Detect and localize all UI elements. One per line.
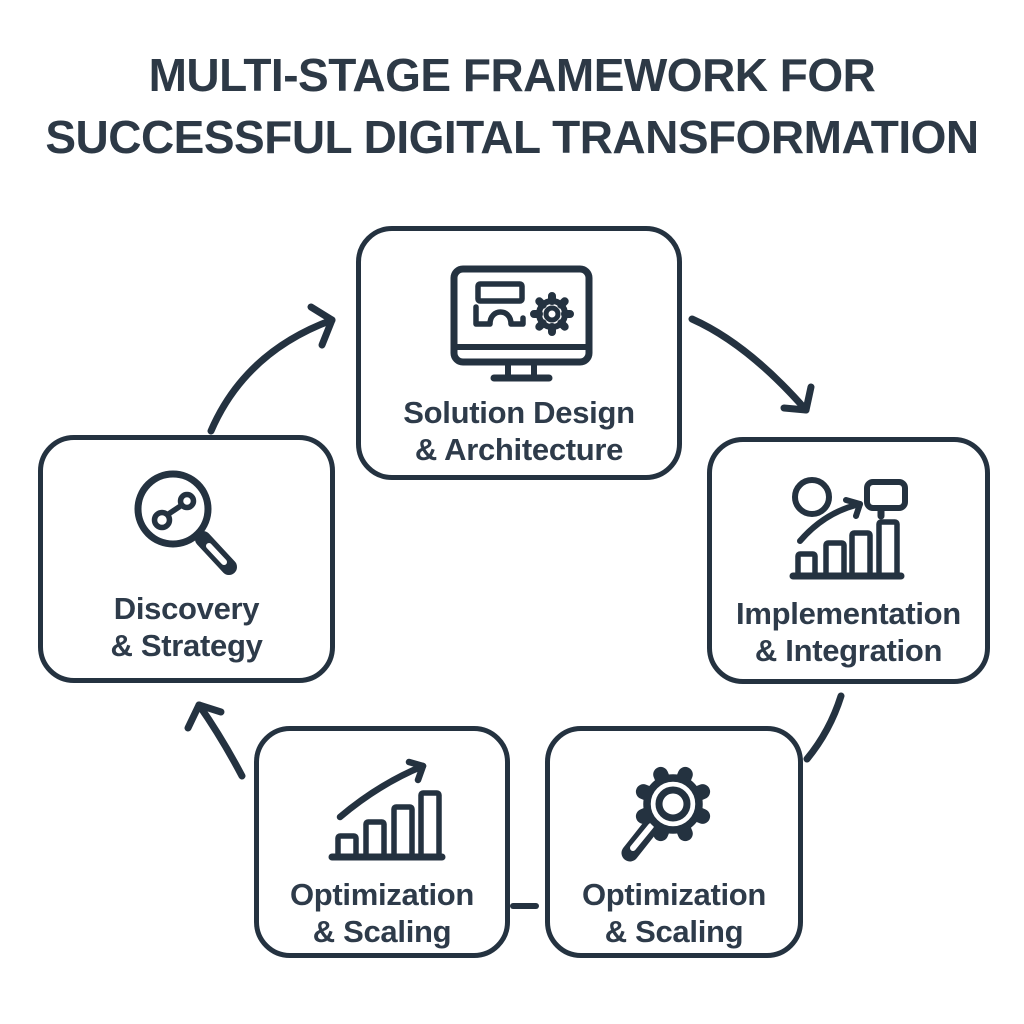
- growth-chart-milestone-icon: [789, 477, 908, 580]
- connector-implementation-to-optimization: [803, 692, 845, 763]
- title-line-1: MULTI-STAGE FRAMEWORK FOR: [148, 49, 876, 101]
- stage-label-line1: Optimization: [289, 877, 475, 912]
- stage-box-discovery-strategy: Discovery & Strategy: [38, 435, 335, 683]
- stage-label-line2: & Architecture: [414, 432, 624, 467]
- title-line-2: SUCCESSFUL DIGITAL TRANSFORMATION: [45, 111, 979, 163]
- arrow-optimization-to-discovery: [184, 701, 246, 780]
- stage-label: Optimization & Scaling: [556, 876, 792, 950]
- stage-box-implementation-integration: Implementation & Integration: [707, 437, 990, 684]
- stage-label: Discovery & Strategy: [49, 590, 324, 664]
- stage-label-line1: Solution Design: [403, 395, 635, 430]
- diagram-title: MULTI-STAGE FRAMEWORK FOR SUCCESSFUL DIG…: [0, 44, 1024, 168]
- stage-box-solution-design: Solution Design & Architecture: [356, 226, 682, 480]
- stage-label: Implementation & Integration: [718, 595, 979, 669]
- monitor-wireframe-gear-icon: [450, 265, 593, 382]
- stage-label-line1: Optimization: [581, 877, 767, 912]
- small-gear: [530, 292, 574, 336]
- stage-label-line1: Discovery: [113, 591, 260, 626]
- stage-box-optimization-scaling-right: Optimization & Scaling: [545, 726, 803, 958]
- magnifier-nodes-icon: [134, 470, 237, 575]
- stage-box-optimization-scaling-left: Optimization & Scaling: [254, 726, 510, 958]
- stage-label-line2: & Scaling: [312, 914, 452, 949]
- bar-chart-growth-arrow-icon: [328, 758, 446, 861]
- arrow-solution-to-implementation: [688, 315, 815, 414]
- stage-label-line1: Implementation: [736, 596, 961, 631]
- stage-label: Optimization & Scaling: [265, 876, 499, 950]
- stage-label: Solution Design & Architecture: [367, 394, 671, 468]
- stage-label-line2: & Integration: [754, 633, 943, 668]
- arrow-discovery-to-solution: [207, 303, 336, 435]
- stage-label-line2: & Strategy: [110, 628, 263, 663]
- gear-handle-icon: [621, 766, 711, 862]
- stage-label-line2: & Scaling: [604, 914, 744, 949]
